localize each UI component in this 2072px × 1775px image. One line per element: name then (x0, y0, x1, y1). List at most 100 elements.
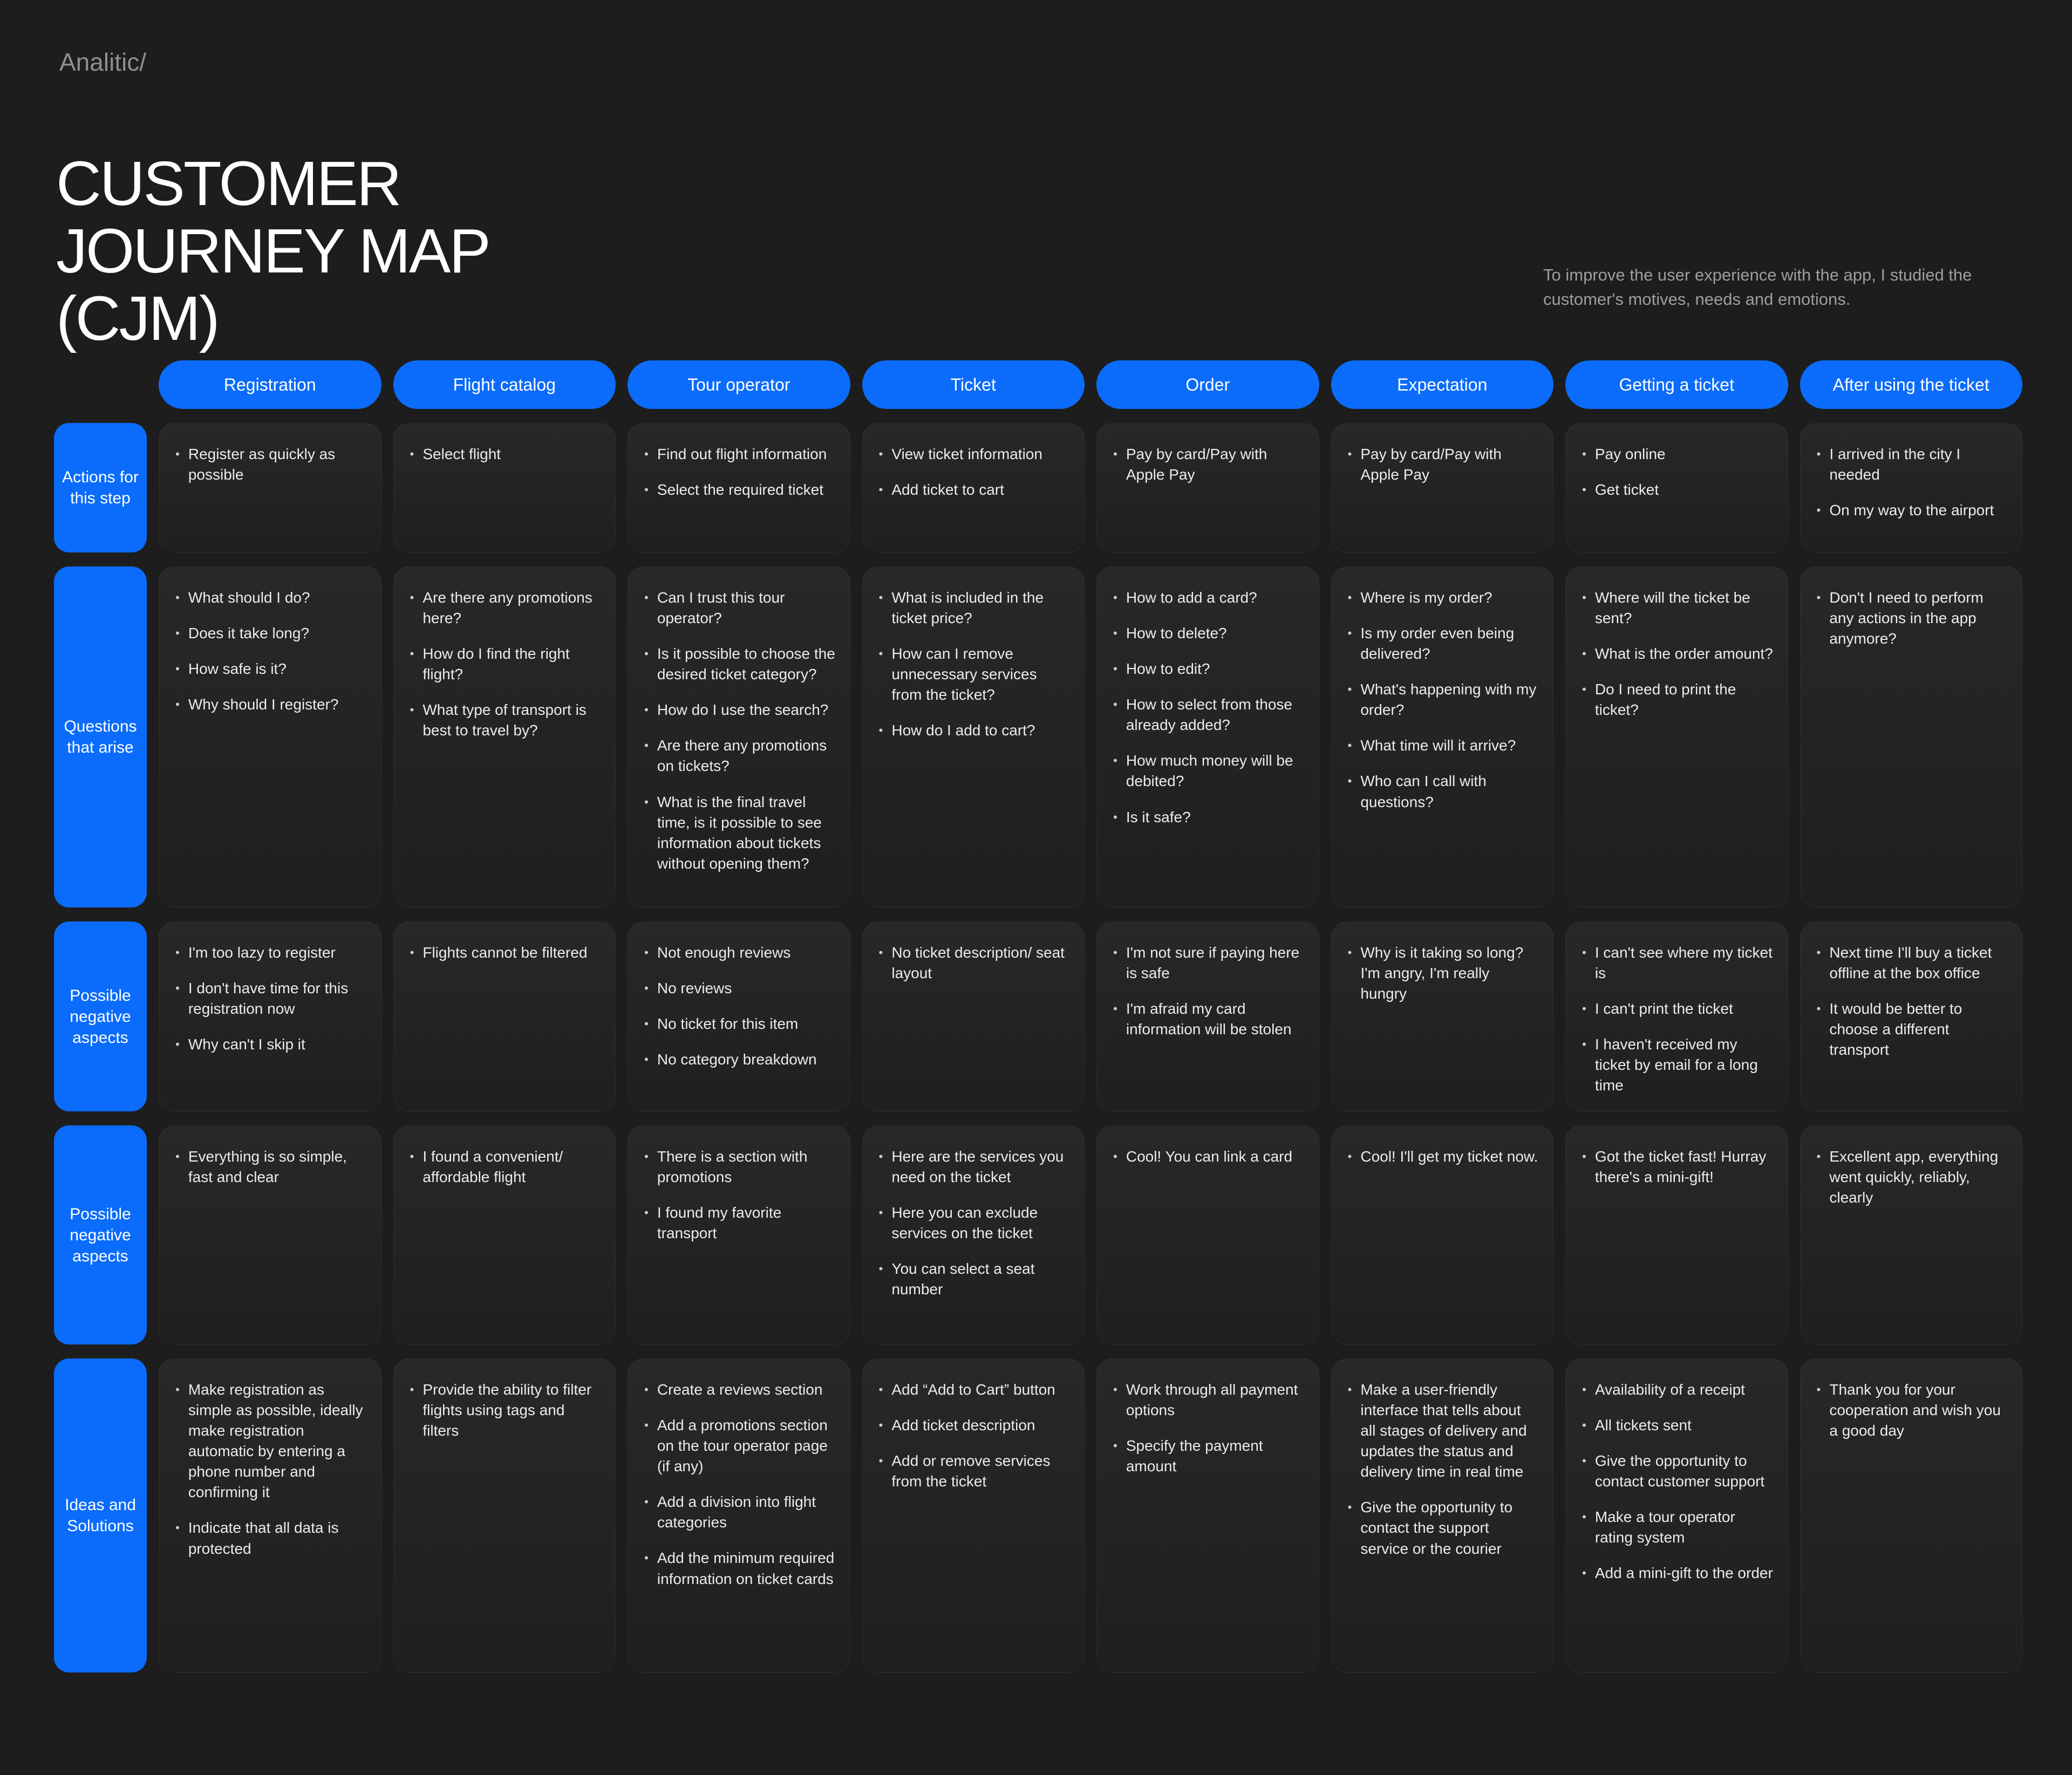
bullet-dot-icon: • (1113, 1439, 1117, 1453)
bullet-item: •No ticket description/ seat layout (879, 943, 1071, 984)
bullet-dot-icon: • (1816, 591, 1821, 604)
bullet-text: Create a reviews section (657, 1381, 823, 1398)
bullet-dot-icon: • (644, 946, 649, 959)
bullet-item: • Can I trust this tour operator? (644, 588, 836, 629)
cjm-cell: •I'm too lazy to register•I don't have t… (159, 921, 381, 1111)
stage-header-expectation: Expectation (1331, 360, 1553, 409)
cjm-cell: •Availability of a receipt•All tickets s… (1565, 1358, 1788, 1672)
bullet-item: •Where is my order? (1348, 588, 1539, 608)
bullet-text: Add the minimum required information on … (657, 1549, 835, 1587)
bullet-dot-icon: • (175, 981, 180, 995)
bullet-dot-icon: • (878, 647, 883, 661)
bullet-dot-icon: • (1582, 1037, 1586, 1052)
bullet-dot-icon: • (1347, 946, 1352, 959)
bullet-item: •How do I find the right flight? (410, 644, 602, 685)
bullet-dot-icon: • (175, 447, 180, 461)
cjm-cell: •Pay online•Get ticket (1565, 423, 1788, 552)
bullet-dot-icon: • (644, 647, 649, 661)
bullet-item: •Pay online (1582, 444, 1774, 465)
bullet-item: •What should I do? (175, 588, 367, 608)
cjm-cell: •Excellent app, everything went quickly,… (1800, 1125, 2022, 1344)
bullet-text: Why should I register? (188, 696, 339, 713)
cell-bullet-list: •Excellent app, everything went quickly,… (1817, 1146, 2008, 1208)
bullet-text: I'm not sure if paying here is safe (1126, 944, 1300, 982)
bullet-text: Pay by card/Pay with Apple Pay (1126, 446, 1267, 483)
bullet-item: •Cool! I'll get my ticket now. (1348, 1146, 1539, 1167)
bullet-item: •Do I need to print the ticket? (1582, 679, 1774, 720)
cell-bullet-list: •Can I trust this tour operator?•Is it p… (644, 588, 836, 874)
cell-bullet-list: •Not enough reviews•No reviews•No ticket… (644, 943, 836, 1070)
bullet-text: What's happening with my order? (1360, 681, 1537, 719)
bullet-dot-icon: • (1582, 1002, 1586, 1016)
bullet-dot-icon: • (878, 1383, 883, 1396)
cell-bullet-list: •Pay by card/Pay with Apple Pay (1348, 444, 1539, 485)
cjm-cell: •Add “Add to Cart” button•Add ticket des… (862, 1358, 1085, 1672)
bullet-dot-icon: • (175, 1037, 180, 1052)
bullet-text: Do I need to print the ticket? (1594, 681, 1736, 719)
bullet-item: •How do I use the search? (644, 700, 836, 720)
bullet-text: I haven't received my ticket by email fo… (1594, 1036, 1758, 1094)
cell-bullet-list: •There is a section with promotions•I fo… (644, 1146, 836, 1244)
bullet-dot-icon: • (1347, 1500, 1352, 1514)
stage-header-ticket: Ticket (862, 360, 1085, 409)
bullet-text: Add ticket description (891, 1417, 1035, 1434)
cell-bullet-list: •Find out flight information•Select the … (644, 444, 836, 500)
bullet-dot-icon: • (1113, 626, 1117, 640)
bullet-dot-icon: • (175, 1383, 180, 1396)
stage-header-flight-catalog: Flight catalog (393, 360, 616, 409)
cell-bullet-list: •I'm too lazy to register•I don't have t… (175, 943, 367, 1055)
bullet-dot-icon: • (644, 591, 649, 604)
bullet-text: Next time I'll buy a ticket offline at t… (1829, 944, 1992, 982)
bullet-dot-icon: • (644, 1053, 649, 1067)
bullet-text: Give the opportunity to contact the supp… (1360, 1499, 1513, 1557)
bullet-dot-icon: • (175, 698, 180, 712)
bullet-dot-icon: • (644, 1017, 649, 1031)
bullet-dot-icon: • (1113, 662, 1117, 676)
bullet-dot-icon: • (1113, 447, 1117, 461)
bullet-text: Can I trust this tour operator? (657, 589, 785, 627)
bullet-item: •Here you can exclude services on the ti… (879, 1203, 1071, 1244)
bullet-item: •You can select a seat number (879, 1259, 1071, 1300)
cjm-cell: •Can I trust this tour operator?•Is it p… (628, 566, 850, 907)
cell-bullet-list: •No ticket description/ seat layout (879, 943, 1071, 984)
bullet-dot-icon: • (175, 1150, 180, 1163)
bullet-item: •On my way to the airport (1817, 500, 2008, 521)
bullet-text: How to add a card? (1126, 589, 1257, 606)
bullet-item: •I'm too lazy to register (175, 943, 367, 963)
bullet-item: •I can't print the ticket (1582, 999, 1774, 1019)
brand-label: Analitic/ (59, 48, 147, 76)
bullet-text: Register as quickly as possible (188, 446, 336, 483)
cell-bullet-list: •What is included in the ticket price?•H… (879, 588, 1071, 741)
bullet-dot-icon: • (410, 703, 414, 717)
cjm-cell: • Register as quickly as possible (159, 423, 381, 552)
bullet-text: I arrived in the city I needed (1829, 446, 1961, 483)
bullet-dot-icon: • (410, 647, 414, 661)
bullet-item: •Add ticket to cart (879, 480, 1071, 500)
cell-bullet-list: •I arrived in the city I needed•On my wa… (1817, 444, 2008, 521)
bullet-dot-icon: • (1347, 739, 1352, 753)
bullet-item: •No ticket for this item (644, 1014, 836, 1034)
cell-bullet-list: •Select flight (410, 444, 602, 465)
bullet-dot-icon: • (878, 447, 883, 461)
bullet-dot-icon: • (1582, 1454, 1586, 1468)
bullet-dot-icon: • (175, 626, 180, 640)
bullet-dot-icon: • (175, 946, 180, 959)
bullet-item: •Add ticket description (879, 1415, 1071, 1436)
cjm-cell: •Make a user-friendly interface that tel… (1331, 1358, 1553, 1672)
bullet-text: Where will the ticket be sent? (1594, 589, 1750, 627)
bullet-text: You can select a seat number (891, 1260, 1035, 1298)
bullet-item: •How to edit? (1113, 659, 1305, 679)
cell-bullet-list: •Where will the ticket be sent?•What is … (1582, 588, 1774, 720)
bullet-item: •Give the opportunity to contact custome… (1582, 1451, 1774, 1492)
cell-bullet-list: •I'm not sure if paying here is safe•I'm… (1113, 943, 1305, 1040)
bullet-item: •There is a section with promotions (644, 1146, 836, 1187)
cell-bullet-list: • Register as quickly as possible (175, 444, 367, 485)
bullet-text: Get ticket (1594, 481, 1659, 499)
bullet-text: View ticket information (891, 446, 1042, 462)
cjm-cell: •What is included in the ticket price?•H… (862, 566, 1085, 907)
bullet-dot-icon: • (410, 1150, 414, 1163)
cell-bullet-list: • View ticket information •Add ticket to c… (879, 444, 1071, 500)
bullet-item: •How much money will be debited? (1113, 750, 1305, 791)
bullet-item: •Make a tour operator rating system (1582, 1507, 1774, 1548)
cell-bullet-list: •How to add a card?•How to delete?•How t… (1113, 588, 1305, 828)
